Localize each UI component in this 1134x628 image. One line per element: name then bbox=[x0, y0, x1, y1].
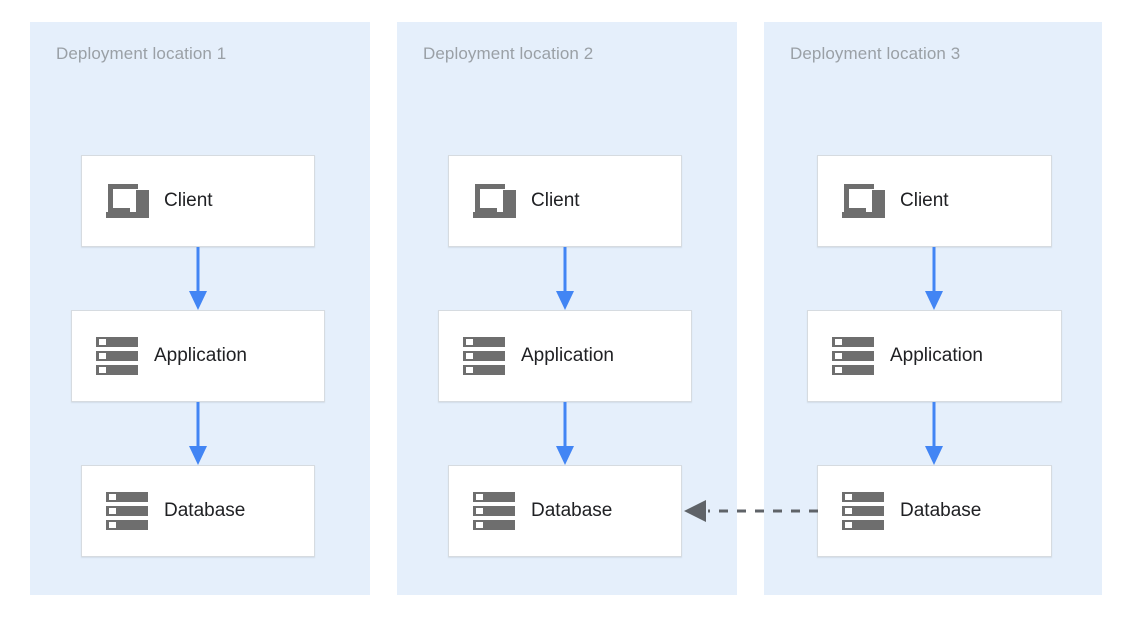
node-label-client-1: Client bbox=[164, 190, 213, 211]
zone-title-2: Deployment location 2 bbox=[423, 44, 594, 63]
node-label-database-3: Database bbox=[900, 500, 982, 521]
node-label-application-2: Application bbox=[521, 345, 614, 366]
node-client-2[interactable]: Client bbox=[448, 155, 682, 247]
zone-title-3: Deployment location 3 bbox=[790, 44, 961, 63]
arrow-application-to-database-1 bbox=[186, 402, 210, 466]
node-label-database-2: Database bbox=[531, 500, 613, 521]
server-icon bbox=[822, 336, 886, 376]
devices-icon bbox=[832, 182, 896, 220]
node-client-3[interactable]: Client bbox=[817, 155, 1052, 247]
server-icon bbox=[86, 336, 150, 376]
node-label-client-3: Client bbox=[900, 190, 949, 211]
server-icon bbox=[832, 491, 896, 531]
server-icon bbox=[463, 491, 527, 531]
arrow-application-to-database-3 bbox=[922, 402, 946, 466]
node-database-2[interactable]: Database bbox=[448, 465, 682, 557]
arrow-client-to-application-3 bbox=[922, 247, 946, 311]
server-icon bbox=[96, 491, 160, 531]
node-client-1[interactable]: Client bbox=[81, 155, 315, 247]
node-application-3[interactable]: Application bbox=[807, 310, 1062, 402]
zone-title-1: Deployment location 1 bbox=[56, 44, 227, 63]
node-label-client-2: Client bbox=[531, 190, 580, 211]
arrow-client-to-application-2 bbox=[553, 247, 577, 311]
devices-icon bbox=[96, 182, 160, 220]
node-application-2[interactable]: Application bbox=[438, 310, 692, 402]
devices-icon bbox=[463, 182, 527, 220]
node-database-3[interactable]: Database bbox=[817, 465, 1052, 557]
arrow-client-to-application-1 bbox=[186, 247, 210, 311]
node-label-application-1: Application bbox=[154, 345, 247, 366]
node-label-database-1: Database bbox=[164, 500, 246, 521]
node-label-application-3: Application bbox=[890, 345, 983, 366]
node-database-1[interactable]: Database bbox=[81, 465, 315, 557]
arrow-application-to-database-2 bbox=[553, 402, 577, 466]
server-icon bbox=[453, 336, 517, 376]
node-application-1[interactable]: Application bbox=[71, 310, 325, 402]
arrow-database3-to-database2-replication bbox=[680, 497, 820, 525]
